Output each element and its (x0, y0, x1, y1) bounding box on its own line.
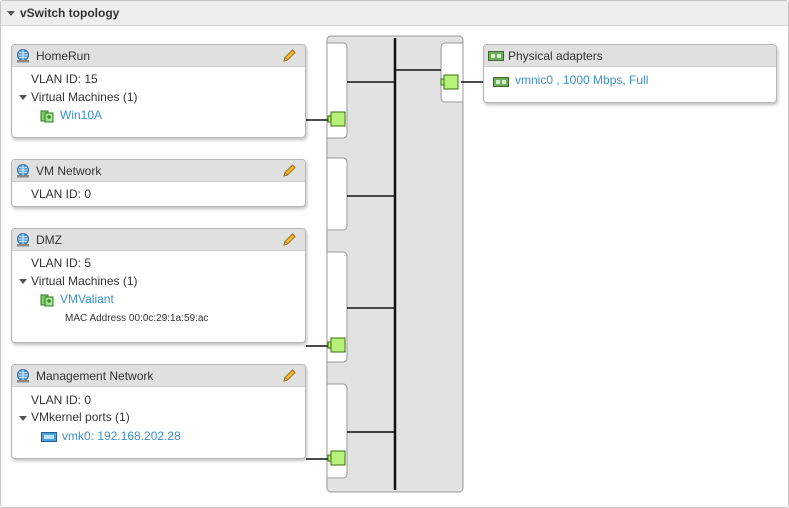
vmkernel-port-link[interactable]: vmk0: 192.168.202.28 (62, 429, 181, 443)
vlan-id-label: VLAN ID: 15 (31, 72, 98, 86)
port-group-header: DMZ (12, 229, 305, 251)
vm-icon (40, 294, 54, 307)
port-group-name: VM Network (36, 164, 102, 178)
network-globe-icon (17, 164, 29, 178)
port-group-management-network[interactable]: Management Network VLAN ID: 0 VMkernel p… (11, 364, 306, 459)
physical-adapters-title: Physical adapters (508, 49, 603, 63)
port-group-name: HomeRun (36, 49, 91, 63)
panel-header[interactable]: vSwitch topology (1, 1, 788, 26)
port-group-vm-network[interactable]: VM Network VLAN ID: 0 (11, 159, 306, 207)
edit-pencil-icon[interactable] (281, 368, 297, 384)
vlan-id-label: VLAN ID: 0 (31, 187, 92, 201)
expand-caret-icon[interactable] (19, 95, 27, 100)
port-icon-dmz (327, 337, 346, 353)
physical-nic-icon (488, 51, 504, 61)
port-group-dmz[interactable]: DMZ VLAN ID: 5 Virtual Machines (1) VMVa… (11, 228, 306, 343)
section-label[interactable]: Virtual Machines (1) (31, 90, 138, 104)
panel-title: vSwitch topology (20, 6, 120, 20)
vm-icon (40, 110, 54, 123)
edit-pencil-icon[interactable] (281, 163, 297, 179)
network-globe-icon (17, 369, 29, 383)
port-icon-management (327, 450, 346, 466)
network-globe-icon (17, 49, 29, 63)
section-label[interactable]: VMkernel ports (1) (31, 410, 130, 424)
physical-adapter-link[interactable]: vmnic0 , 1000 Mbps, Full (515, 73, 649, 87)
port-group-name: Management Network (36, 369, 154, 383)
edit-pencil-icon[interactable] (281, 232, 297, 248)
switch-port-tab-dmz (326, 251, 348, 363)
switch-port-tab-vm-network (326, 157, 348, 231)
port-icon-uplink (440, 74, 459, 90)
mac-address-label: MAC Address 00:0c:29:1a:59:ac (65, 313, 209, 324)
vmkernel-nic-icon (41, 432, 57, 442)
vlan-id-label: VLAN ID: 5 (31, 256, 92, 270)
port-icon-homerun (327, 111, 346, 127)
section-label[interactable]: Virtual Machines (1) (31, 274, 138, 288)
expand-caret-icon[interactable] (19, 416, 27, 421)
physical-nic-icon (493, 77, 509, 87)
port-group-header: Management Network (12, 365, 305, 387)
physical-adapters-panel[interactable]: Physical adapters vmnic0 , 1000 Mbps, Fu… (483, 44, 777, 103)
network-globe-icon (17, 233, 29, 247)
port-group-header: VM Network (12, 160, 305, 182)
edit-pencil-icon[interactable] (281, 48, 297, 64)
switch-uplink-tab (440, 42, 464, 103)
physical-adapters-header: Physical adapters (484, 45, 776, 67)
port-group-name: DMZ (36, 233, 62, 247)
port-group-homerun[interactable]: HomeRun VLAN ID: 15 Virtual Machines (1)… (11, 44, 306, 138)
vm-link[interactable]: Win10A (60, 108, 103, 122)
collapse-triangle-icon[interactable] (7, 11, 15, 16)
vm-link[interactable]: VMValiant (60, 292, 114, 306)
port-group-header: HomeRun (12, 45, 305, 67)
expand-caret-icon[interactable] (19, 279, 27, 284)
vlan-id-label: VLAN ID: 0 (31, 393, 92, 407)
